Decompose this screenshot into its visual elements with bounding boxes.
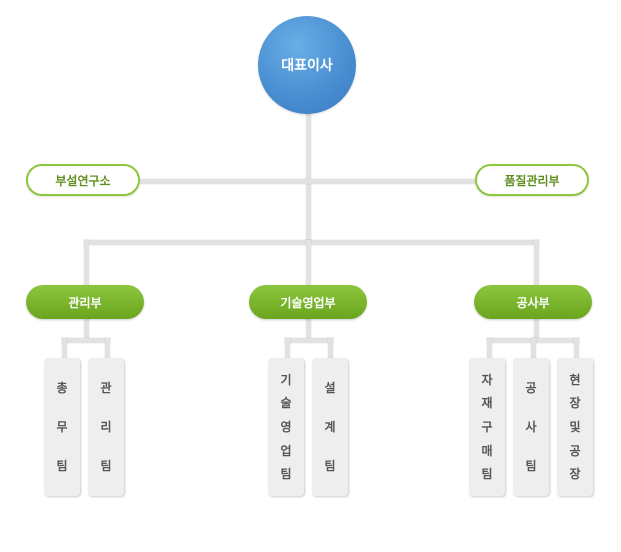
- team-char: 및: [569, 419, 581, 434]
- team-connector-stem-3: [534, 318, 539, 340]
- team-char: 팀: [481, 467, 493, 482]
- ceo-node: 대표이사: [258, 16, 356, 114]
- team-char: 사: [525, 419, 537, 434]
- team-char: 업: [280, 443, 292, 458]
- ceo-label: 대표이사: [281, 58, 333, 74]
- staff-horizontal-connector: [140, 179, 476, 184]
- team-char: 총: [56, 380, 68, 395]
- team-char: 장: [569, 467, 581, 482]
- team-connector-bar-2: [285, 338, 333, 343]
- team-char: 팀: [280, 467, 292, 482]
- dept-drop-right: [534, 240, 539, 286]
- team-connector-drop-2a: [285, 338, 290, 360]
- team-char: 팀: [56, 459, 68, 474]
- team-char: 계: [324, 419, 336, 434]
- team-box: 총 무 팀: [44, 358, 80, 496]
- team-char: 영: [280, 419, 292, 434]
- team-connector-bar-1: [62, 338, 110, 343]
- team-char: 팀: [324, 459, 336, 474]
- dept-drop-left: [84, 240, 89, 286]
- staff-label-research: 부설연구소: [55, 173, 111, 188]
- team-char: 리: [100, 419, 112, 434]
- team-connector-drop-2b: [328, 338, 333, 360]
- dept-label-management: 관리부: [68, 295, 102, 310]
- team-connector-drop-1a: [62, 338, 67, 360]
- team-char: 구: [481, 419, 493, 434]
- team-char: 설: [324, 380, 336, 395]
- team-box: 공 사 팀: [513, 358, 549, 496]
- team-char: 술: [280, 396, 292, 411]
- team-char: 현: [569, 372, 581, 387]
- team-char: 무: [56, 419, 68, 434]
- dept-drop-center: [306, 240, 311, 286]
- team-box: 기 술 영 업 팀: [268, 358, 304, 496]
- dept-label-construction: 공사부: [516, 295, 550, 310]
- dept-node-tech-sales: 기술영업부: [249, 285, 367, 319]
- team-connector-stem-1: [84, 318, 89, 340]
- team-box: 관 리 팀: [88, 358, 124, 496]
- team-connector-drop-3a: [487, 338, 492, 360]
- team-box: 현 장 및 공 장: [557, 358, 593, 496]
- team-char: 팀: [525, 459, 537, 474]
- staff-node-research: 부설연구소: [26, 164, 140, 196]
- team-char: 자: [481, 372, 493, 387]
- team-char: 관: [100, 380, 112, 395]
- team-connector-drop-1b: [105, 338, 110, 360]
- department-horizontal-connector: [84, 240, 539, 245]
- staff-label-quality: 품질관리부: [504, 173, 560, 188]
- team-connector-drop-3b: [531, 338, 536, 360]
- team-char: 팀: [100, 459, 112, 474]
- team-connector-stem-2: [306, 318, 311, 340]
- dept-node-construction: 공사부: [474, 285, 592, 319]
- team-char: 공: [525, 380, 537, 395]
- dept-node-management: 관리부: [26, 285, 144, 319]
- team-char: 매: [481, 443, 493, 458]
- team-box: 설 계 팀: [312, 358, 348, 496]
- team-char: 공: [569, 443, 581, 458]
- staff-node-quality: 품질관리부: [475, 164, 589, 196]
- team-connector-drop-3c: [574, 338, 579, 360]
- team-char: 장: [569, 396, 581, 411]
- team-box: 자 재 구 매 팀: [469, 358, 505, 496]
- team-char: 기: [280, 372, 292, 387]
- dept-label-tech-sales: 기술영업부: [280, 295, 336, 310]
- team-char: 재: [481, 396, 493, 411]
